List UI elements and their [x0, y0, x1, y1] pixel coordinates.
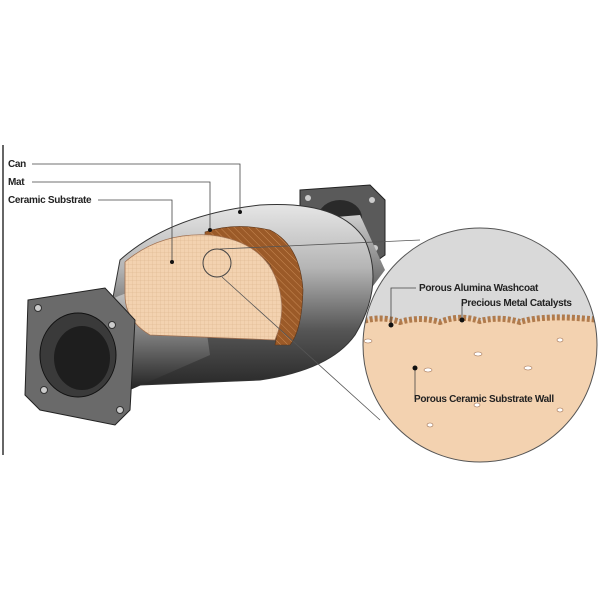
- label-washcoat: Porous Alumina Washcoat: [419, 283, 539, 294]
- label-substrate-wall: Porous Ceramic Substrate Wall: [414, 394, 554, 405]
- label-catalysts: Precious Metal Catalysts: [461, 298, 572, 309]
- inlet-flange: [24, 287, 136, 426]
- magnified-circle-outline: [362, 227, 598, 463]
- ceramic-substrate: [124, 234, 283, 341]
- label-can: Can: [8, 159, 26, 170]
- magnified-view: [363, 228, 597, 462]
- leader-lines: [32, 163, 463, 399]
- label-ceramic-substrate: Ceramic Substrate: [8, 195, 92, 206]
- label-mat: Mat: [8, 177, 25, 188]
- magnify-source-circle: [202, 248, 232, 278]
